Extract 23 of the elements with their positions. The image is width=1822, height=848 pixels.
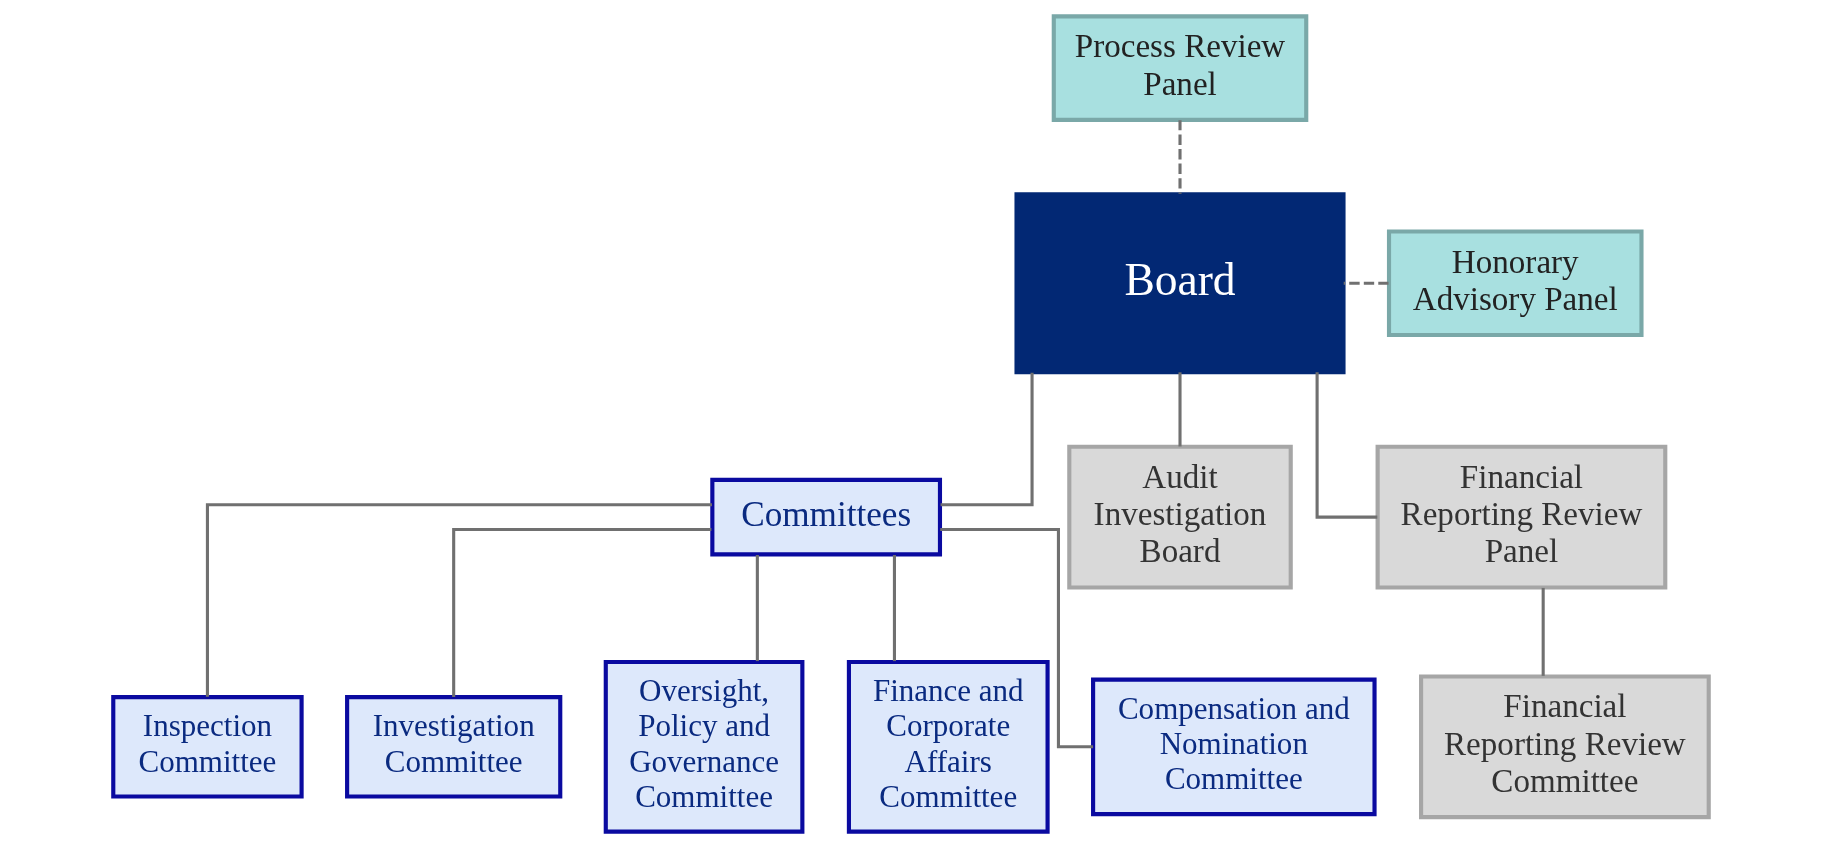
node-box: Financial Reporting Review Committee — [1419, 674, 1711, 820]
connector — [940, 372, 1034, 507]
node-box: Finance and Corporate Affairs Committee — [846, 659, 1050, 834]
node-box: Process Review Panel — [1051, 14, 1309, 122]
node-box: Oversight, Policy and Governance Committee — [603, 659, 805, 834]
node-box: Honorary Advisory Panel — [1386, 229, 1644, 338]
connector — [940, 528, 1094, 749]
connector — [755, 555, 759, 662]
node-box: Inspection Committee — [111, 695, 304, 799]
node-box: Committees — [710, 477, 943, 557]
connector — [205, 503, 712, 697]
connector — [1178, 120, 1182, 194]
connector — [1178, 372, 1182, 447]
node-box: Audit Investigation Board — [1067, 444, 1293, 590]
node-box: Compensation and Nomination Committee — [1091, 677, 1377, 817]
connector — [1541, 587, 1545, 676]
node-box: Financial Reporting Review Panel — [1375, 444, 1668, 590]
node-box: Investigation Committee — [345, 695, 563, 799]
connector — [1343, 281, 1389, 285]
connector — [452, 528, 712, 697]
node-box: Board — [1014, 192, 1346, 375]
connector — [1315, 372, 1378, 519]
connector — [892, 555, 896, 662]
